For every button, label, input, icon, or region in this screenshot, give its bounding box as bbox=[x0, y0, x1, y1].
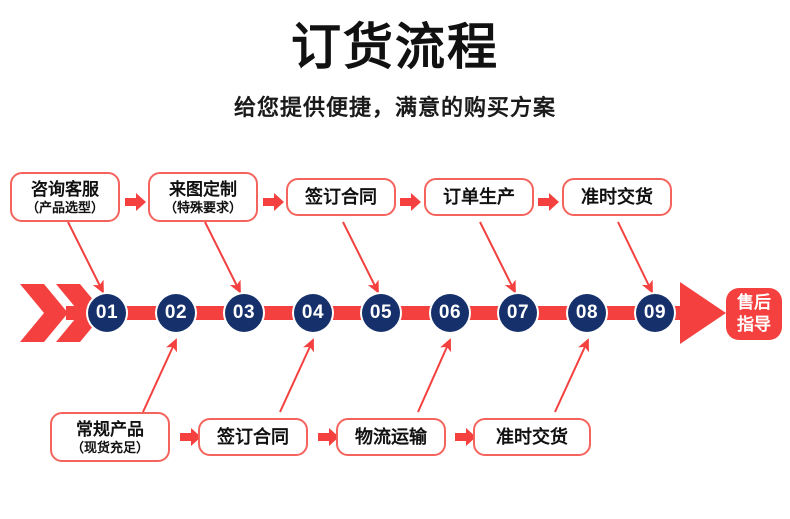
top-step-2-title: 来图定制 bbox=[169, 179, 237, 199]
bottom-step-box-2[interactable]: 签订合同 bbox=[198, 418, 308, 456]
top-step-box-5[interactable]: 准时交货 bbox=[562, 178, 672, 216]
arrowhead-end-icon bbox=[680, 282, 726, 344]
top-step-2-subtitle: （特殊要求） bbox=[163, 199, 242, 215]
bottom-step-2-title: 签订合同 bbox=[217, 427, 289, 447]
timeline-node-label: 01 bbox=[95, 302, 119, 323]
top-step-box-2[interactable]: 来图定制 （特殊要求） bbox=[148, 172, 258, 222]
top-step-3-title: 签订合同 bbox=[305, 187, 377, 207]
bottom-step-box-1[interactable]: 常规产品 （现货充足） bbox=[50, 412, 170, 462]
timeline-node-label: 04 bbox=[301, 302, 325, 323]
bottom-connectors bbox=[142, 338, 589, 413]
timeline-node-label: 09 bbox=[643, 302, 667, 323]
top-connectors bbox=[67, 221, 653, 294]
timeline-node-09[interactable]: 09 bbox=[636, 294, 674, 332]
top-step-box-1[interactable]: 咨询客服 （产品选型） bbox=[10, 172, 120, 222]
bottom-step-1-title: 常规产品 bbox=[76, 419, 144, 439]
top-step-1-title: 咨询客服 bbox=[31, 179, 99, 199]
timeline-node-03[interactable]: 03 bbox=[225, 294, 263, 332]
bottom-step-box-4[interactable]: 准时交货 bbox=[473, 418, 591, 456]
bottom-step-3-title: 物流运输 bbox=[355, 427, 427, 447]
timeline-node-02[interactable]: 02 bbox=[157, 294, 195, 332]
timeline-node-label: 05 bbox=[369, 302, 393, 323]
after-sales-badge-line2: 指导 bbox=[737, 315, 771, 334]
top-step-5-title: 准时交货 bbox=[581, 187, 653, 207]
timeline-node-04[interactable]: 04 bbox=[294, 294, 332, 332]
top-step-box-4[interactable]: 订单生产 bbox=[424, 178, 534, 216]
timeline-node-label: 07 bbox=[506, 302, 530, 323]
top-step-box-3[interactable]: 签订合同 bbox=[286, 178, 396, 216]
timeline-node-07[interactable]: 07 bbox=[499, 294, 537, 332]
timeline-node-06[interactable]: 06 bbox=[431, 294, 469, 332]
timeline-node-01[interactable]: 01 bbox=[88, 294, 126, 332]
timeline-node-label: 08 bbox=[575, 302, 599, 323]
top-step-1-subtitle: （产品选型） bbox=[25, 199, 104, 215]
bottom-step-box-3[interactable]: 物流运输 bbox=[336, 418, 446, 456]
timeline-node-label: 06 bbox=[438, 302, 462, 323]
timeline-node-05[interactable]: 05 bbox=[362, 294, 400, 332]
page-subtitle: 给您提供便捷，满意的购买方案 bbox=[233, 95, 556, 120]
top-step-4-title: 订单生产 bbox=[443, 187, 515, 207]
bottom-step-1-subtitle: （现货充足） bbox=[70, 439, 149, 455]
after-sales-badge[interactable]: 售后 指导 bbox=[726, 288, 782, 340]
timeline-node-08[interactable]: 08 bbox=[568, 294, 606, 332]
timeline-node-label: 03 bbox=[232, 302, 256, 323]
after-sales-badge-line1: 售后 bbox=[737, 293, 771, 312]
page-title: 订货流程 bbox=[291, 19, 499, 75]
timeline-node-label: 02 bbox=[164, 302, 188, 323]
bottom-step-4-title: 准时交货 bbox=[496, 427, 568, 447]
